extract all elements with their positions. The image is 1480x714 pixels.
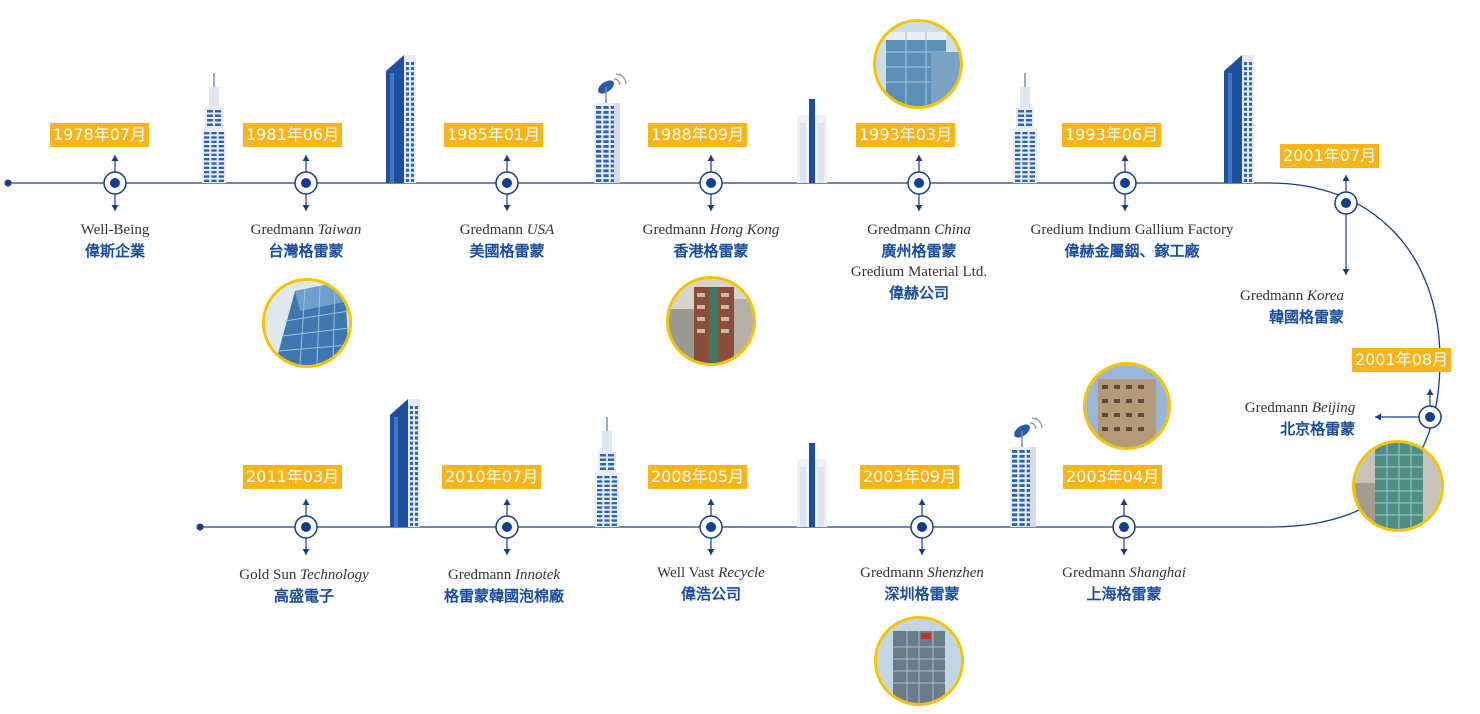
milestone-label: Gredmann Shanghai 上海格雷蒙 [1062,563,1186,605]
company-en: Gredmann Taiwan [250,222,362,238]
timeline-node-icon [699,155,723,211]
building-photo-hongkong [666,276,756,366]
company-zh: 廣州格雷蒙 [881,242,957,260]
date-badge: 1988年09月 [648,123,748,147]
company-en: Gredmann Innotek [447,567,561,583]
antenna-building-icon [594,73,627,183]
glass-skyscraper-icon [1224,55,1254,183]
building-photo-taiwan [262,278,352,368]
company-en: Gold Sun Technology [239,567,369,583]
milestone-label: Gredmann Hong Kong 香港格雷蒙 [643,220,780,262]
slim-building-icon [797,443,827,527]
company-zh-secondary: 偉赫公司 [888,284,949,302]
timeline-node-icon [294,499,318,555]
company-zh: 偉赫金屬銦、鎵工廠 [1064,242,1200,260]
milestone-label: Gredmann Beijing 北京格雷蒙 [1245,398,1355,440]
timeline-node-icon [1112,499,1136,555]
date-badge: 1981年06月 [243,123,343,147]
timeline-node-icon [1113,155,1137,211]
date-badge: 1978年07月 [50,123,150,147]
timeline-end-dot [196,523,204,531]
glass-skyscraper-icon [386,55,416,183]
date-badge: 2010年07月 [442,465,542,489]
timeline-node-icon [699,499,723,555]
company-zh: 北京格雷蒙 [1280,420,1356,438]
antenna-building-icon [1010,417,1043,527]
company-en: Gredmann Hong Kong [642,222,780,238]
building-illustrations [202,55,1254,527]
milestone-label: Gredmann Taiwan 台灣格雷蒙 [251,220,362,262]
glass-skyscraper-icon [390,399,420,527]
timeline-node-icon [1375,389,1442,429]
date-badge: 2008年05月 [648,465,748,489]
date-badge: 1985年01月 [444,123,544,147]
company-en: Gredmann China [867,222,971,238]
company-zh: 台灣格雷蒙 [268,242,344,260]
timeline-node-icon [1334,175,1358,275]
company-en: Gredmann Shanghai [1062,565,1186,581]
timeline-node-icon [294,155,318,211]
timeline-node-icon [495,499,519,555]
slim-building-icon [797,99,827,183]
date-badge: 1993年03月 [856,123,956,147]
milestone-label: Gredmann Innotek 格雷蒙韓國泡棉廠 [444,565,564,607]
milestone-label: Gredium Indium Gallium Factory 偉赫金屬銦、鎵工廠 [1031,220,1234,262]
date-badge: 2001年08月 [1352,348,1452,372]
company-zh: 上海格雷蒙 [1086,585,1162,603]
company-en: Well-Being [80,222,150,238]
company-zh: 偉浩公司 [680,585,742,603]
building-photo-beijing [1352,440,1444,532]
company-en: Well Vast Recycle [657,565,765,581]
company-en: Gredmann Shenzhen [860,565,984,581]
timeline-node-icon [495,155,519,211]
timeline-node-icon [103,155,127,211]
timeline-node-icon [910,499,934,555]
tower-building-icon [595,417,619,527]
company-en: Gredmann Beijing [1244,400,1356,416]
company-zh: 高盛電子 [273,587,335,605]
building-photo-china [873,19,963,109]
milestone-label: Gredmann Shenzhen 深圳格雷蒙 [860,563,984,605]
company-zh: 香港格雷蒙 [673,242,749,260]
building-photo-shenzhen [874,616,964,706]
milestone-label: Gredmann Korea 韓國格雷蒙 [1240,286,1344,328]
tower-building-icon [1013,73,1037,183]
company-zh: 美國格雷蒙 [469,242,545,260]
tower-building-icon [202,73,226,183]
company-zh: 韓國格雷蒙 [1268,308,1345,326]
timeline-nodes [103,155,1442,555]
company-zh: 格雷蒙韓國泡棉廠 [443,587,565,605]
company-en: Gredmann Korea [1239,288,1345,304]
milestone-label: Well-Being 偉斯企業 [81,220,150,262]
milestone-label: Gold Sun Technology 高盛電子 [239,565,368,607]
milestone-label: Gredmann USA 美國格雷蒙 [460,220,555,262]
company-en-secondary: Gredium Material Ltd. [850,264,988,280]
date-badge: 2011年03月 [243,465,343,489]
company-en: Gredmann USA [459,222,555,238]
company-zh: 深圳格雷蒙 [884,585,960,603]
building-photo-shanghai [1083,362,1171,450]
milestone-label: Well Vast Recycle 偉浩公司 [657,563,765,605]
date-badge: 2003年09月 [860,465,960,489]
date-badge: 2001年07月 [1280,144,1380,168]
date-badge: 2003年04月 [1063,465,1163,489]
timeline-node-icon [907,155,931,211]
date-badge: 1993年06月 [1062,123,1162,147]
company-en: Gredium Indium Gallium Factory [1030,222,1234,238]
milestone-label: Gredmann China 廣州格雷蒙 Gredium Material Lt… [851,220,987,304]
company-zh: 偉斯企業 [84,242,145,260]
